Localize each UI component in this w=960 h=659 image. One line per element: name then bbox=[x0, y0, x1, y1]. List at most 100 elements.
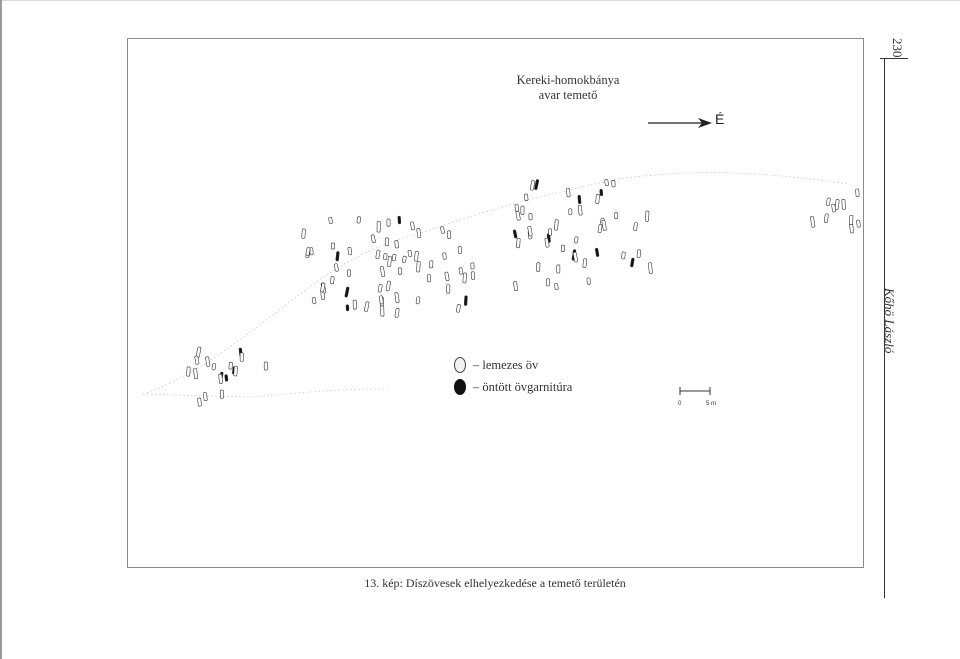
grave-marker bbox=[470, 271, 476, 280]
grave-marker bbox=[554, 283, 559, 290]
grave-marker bbox=[545, 278, 551, 287]
cemetery-map-frame: Kereki-homokbánya avar temető É – lemeze… bbox=[127, 38, 864, 568]
map-title-line1: Kereki-homokbánya bbox=[516, 73, 620, 87]
grave-marker bbox=[561, 244, 565, 252]
grave-marker bbox=[197, 397, 202, 407]
grave-marker bbox=[328, 216, 333, 224]
grave-marker bbox=[447, 230, 452, 239]
grave-marker bbox=[378, 295, 384, 305]
grave-marker bbox=[370, 234, 376, 244]
grave-marker bbox=[513, 281, 518, 291]
legend-label-plate-belt: – lemezes öv bbox=[473, 357, 539, 372]
grave-marker bbox=[595, 193, 600, 204]
grave-marker bbox=[834, 199, 840, 210]
grave-marker bbox=[556, 264, 561, 274]
grave-marker bbox=[311, 297, 317, 305]
cast-belt-grave-marker bbox=[512, 229, 518, 239]
grave-marker bbox=[364, 301, 370, 312]
grave-marker bbox=[377, 284, 383, 293]
grave-marker bbox=[305, 247, 311, 256]
grave-marker bbox=[416, 228, 422, 239]
grave-marker bbox=[375, 249, 381, 260]
grave-marker bbox=[457, 246, 463, 255]
running-head-author: Kőhö László bbox=[882, 288, 897, 354]
cast-belt-grave-marker bbox=[344, 286, 350, 298]
grave-marker bbox=[414, 251, 419, 262]
grave-marker bbox=[394, 239, 399, 249]
grave-marker bbox=[211, 363, 217, 371]
grave-marker bbox=[572, 251, 578, 263]
grave-marker bbox=[391, 253, 397, 262]
site-boundary-south bbox=[142, 388, 389, 398]
grave-marker bbox=[385, 280, 391, 292]
grave-marker bbox=[514, 204, 519, 212]
open-outline-grave-icon bbox=[454, 357, 466, 373]
grave-marker bbox=[186, 366, 191, 377]
grave-marker bbox=[841, 198, 846, 210]
grave-marker bbox=[516, 237, 521, 249]
cast-belt-grave-marker bbox=[577, 194, 582, 204]
grave-marker bbox=[633, 222, 638, 231]
grave-marker bbox=[394, 292, 400, 304]
grave-marker bbox=[205, 356, 211, 367]
scale-start-label: 0 bbox=[678, 401, 682, 407]
map-legend: – lemezes öv – öntött övgarnitúra bbox=[453, 355, 572, 399]
grave-marker bbox=[456, 304, 461, 313]
legend-label-cast-belt: – öntött övgarnitúra bbox=[473, 379, 573, 394]
cast-belt-grave-marker bbox=[224, 374, 229, 382]
cast-belt-grave-marker bbox=[397, 215, 402, 225]
figure-caption: 13. kép: Díszövesek elhelyezkedése a tem… bbox=[364, 576, 626, 590]
grave-marker bbox=[394, 307, 400, 318]
grave-marker bbox=[528, 213, 533, 221]
grave-marker bbox=[554, 219, 559, 231]
grave-marker bbox=[220, 389, 224, 399]
cemetery-map-drawing bbox=[142, 172, 861, 407]
grave-marker bbox=[568, 208, 573, 216]
grave-marker bbox=[218, 373, 223, 384]
grave-marker bbox=[330, 242, 335, 250]
grave-marker bbox=[228, 362, 233, 370]
cast-belt-grave-marker bbox=[594, 247, 600, 257]
grave-marker bbox=[384, 237, 389, 247]
grave-marker bbox=[194, 355, 200, 365]
grave-marker bbox=[380, 305, 385, 317]
grave-marker bbox=[856, 219, 861, 228]
header-rule bbox=[880, 58, 908, 59]
grave-marker bbox=[301, 228, 306, 239]
page-left-rule bbox=[0, 0, 2, 659]
grave-marker bbox=[346, 269, 352, 277]
grave-marker bbox=[611, 180, 616, 188]
map-title: Kereki-homokbánya avar temető bbox=[458, 73, 678, 103]
grave-marker bbox=[644, 210, 650, 222]
legend-row-cast-belt: – öntött övgarnitúra bbox=[453, 377, 572, 397]
filled-black-grave-icon bbox=[454, 379, 466, 395]
grave-marker bbox=[574, 236, 579, 244]
grave-marker bbox=[604, 179, 609, 186]
grave-marker bbox=[407, 249, 413, 257]
grave-marker bbox=[426, 274, 431, 283]
grave-marker bbox=[831, 203, 836, 213]
grave-marker bbox=[648, 262, 653, 274]
grave-marker bbox=[823, 213, 829, 223]
page-top-rule bbox=[0, 0, 960, 1]
north-label: É bbox=[715, 111, 725, 127]
grave-marker bbox=[397, 267, 402, 275]
cast-belt-grave-marker bbox=[630, 257, 635, 268]
grave-marker bbox=[530, 180, 535, 191]
scale-bar: 0 5 m bbox=[678, 387, 716, 407]
cast-belt-grave-marker bbox=[345, 304, 350, 312]
grave-marker bbox=[621, 251, 626, 260]
grave-marker bbox=[586, 277, 591, 285]
grave-marker bbox=[614, 212, 619, 219]
grave-marker bbox=[849, 214, 854, 225]
grave-marker bbox=[566, 187, 571, 198]
grave-marker bbox=[203, 392, 208, 402]
grave-marker bbox=[825, 197, 831, 206]
grave-marker bbox=[462, 272, 467, 284]
grave-marker bbox=[352, 299, 357, 310]
scale-end-label: 5 m bbox=[706, 401, 716, 407]
grave-marker bbox=[810, 215, 816, 228]
grave-marker bbox=[193, 367, 199, 380]
grave-marker bbox=[458, 267, 464, 275]
cast-belt-grave-marker bbox=[534, 179, 540, 190]
